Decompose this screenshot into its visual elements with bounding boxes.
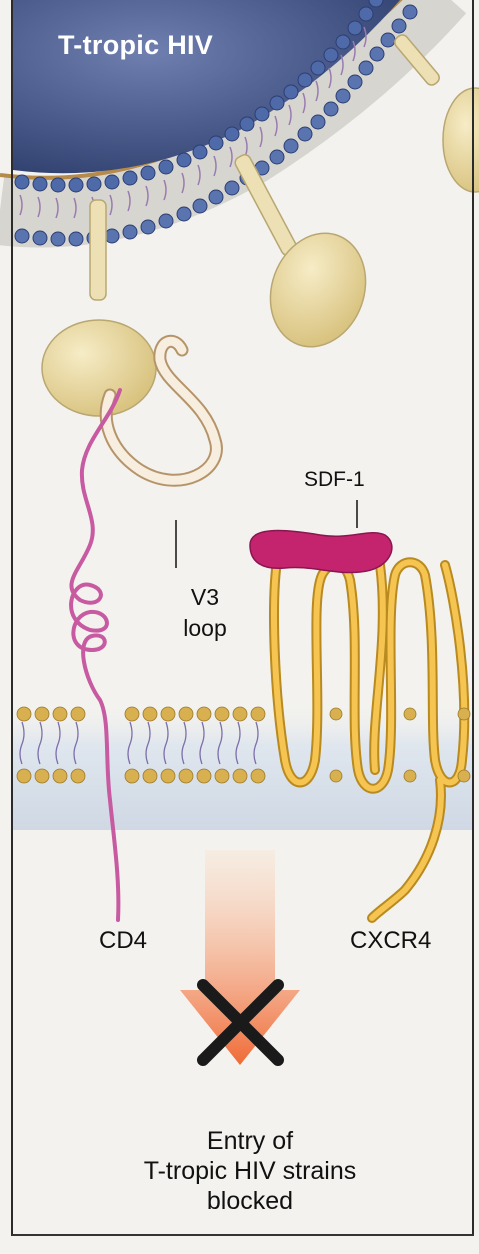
v3-loop-label-line1: V3 [170, 582, 240, 613]
caption-line1: Entry of [90, 1126, 410, 1156]
frame-left-border [11, 0, 13, 1236]
frame-right-border [472, 0, 474, 1236]
v3-loop-label: V3 loop [170, 582, 240, 644]
virus-label: T-tropic HIV [58, 30, 213, 61]
sdf1-chemokine [250, 531, 392, 573]
frame-bottom-border [12, 1234, 474, 1236]
gp120-bound [42, 320, 156, 416]
cxcr4-label: CXCR4 [350, 927, 431, 955]
sdf1-label: SDF-1 [304, 468, 365, 492]
caption-line3: blocked [90, 1186, 410, 1216]
caption: Entry of T-tropic HIV strains blocked [90, 1126, 410, 1216]
caption-line2: T-tropic HIV strains [90, 1156, 410, 1186]
cd4-label: CD4 [99, 927, 147, 955]
v3-loop-label-line2: loop [170, 613, 240, 644]
